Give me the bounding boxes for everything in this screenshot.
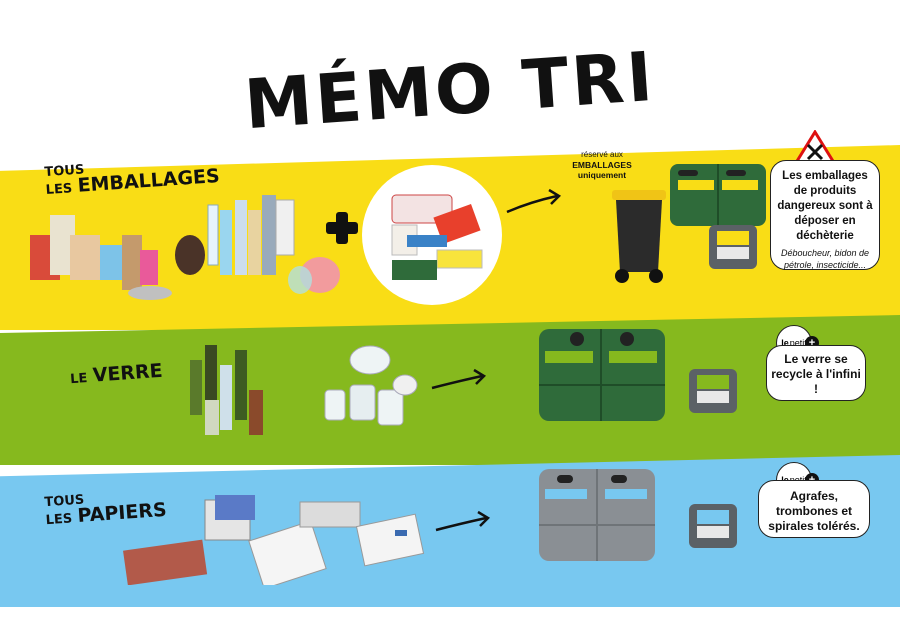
- verre-label-le: LE: [69, 371, 88, 388]
- badge-le: le: [781, 338, 789, 348]
- verre-tip-text: Le verre se recycle à l'infini !: [771, 352, 861, 396]
- right-arrow-icon: [506, 188, 562, 214]
- coffee-pod: [175, 235, 205, 275]
- page-title: MÉMO TRI: [242, 37, 658, 146]
- cleaning-bottle: [275, 199, 295, 256]
- oil-bottle: [248, 210, 261, 275]
- reserve-top: réservé aux: [581, 150, 623, 159]
- small-packaging-circle: [362, 165, 502, 305]
- cheese-box: [392, 260, 437, 280]
- reserve-note: réservé aux EMBALLAGES uniquement: [560, 150, 644, 181]
- milk-box: [100, 245, 125, 280]
- tube: [407, 235, 447, 247]
- aerosol-can: [122, 235, 142, 290]
- right-arrow-icon: [435, 510, 491, 532]
- verre-band: [0, 315, 900, 465]
- plus-icon: [326, 212, 358, 244]
- underground-bin-papiers: [689, 504, 737, 548]
- plastic-wrap: [288, 266, 312, 294]
- warning-callout: Les emballages de produits dangereux son…: [770, 160, 880, 270]
- papiers-tip-text: Agrafes, trombones et spirales tolérés.: [768, 489, 860, 533]
- container-papiers: [539, 469, 655, 561]
- right-arrow-icon: [431, 368, 487, 390]
- glass-jars-illustration: [324, 345, 418, 426]
- reserve-bottom: uniquement: [577, 170, 627, 181]
- juice-carton: [70, 235, 100, 280]
- bottle: [235, 200, 247, 275]
- detergent-bottle: [262, 195, 276, 275]
- papiers-tip-callout: Agrafes, trombones et spirales tolérés.: [758, 480, 870, 538]
- reserve-bold: EMBALLAGES: [572, 159, 632, 170]
- warning-text: Les emballages de produits dangereux son…: [777, 170, 873, 242]
- film-packaging: [391, 194, 453, 224]
- underground-bin-emballages: [709, 225, 757, 269]
- badge-petit: petit: [789, 338, 807, 348]
- container-emballages: [670, 164, 766, 226]
- blue-bottle: [220, 210, 232, 275]
- warning-examples: Déboucheur, bidon de pétrole, insecticid…: [780, 247, 870, 271]
- verre-tip-callout: Le verre se recycle à l'infini !: [766, 345, 866, 401]
- papiers-label-les: LES: [45, 511, 73, 529]
- underground-bin-verre: [689, 369, 737, 413]
- yellow-lid-bin: [612, 190, 666, 283]
- container-verre: [539, 329, 665, 421]
- papers-illustration: [123, 495, 425, 585]
- packaging-illustration: [30, 195, 340, 300]
- glass-bottles-illustration: [190, 345, 263, 435]
- tray: [436, 249, 483, 269]
- chips-bag: [433, 204, 481, 244]
- water-bottle: [207, 204, 219, 266]
- tin-can: [140, 250, 158, 285]
- aluminium-tray: [128, 286, 172, 300]
